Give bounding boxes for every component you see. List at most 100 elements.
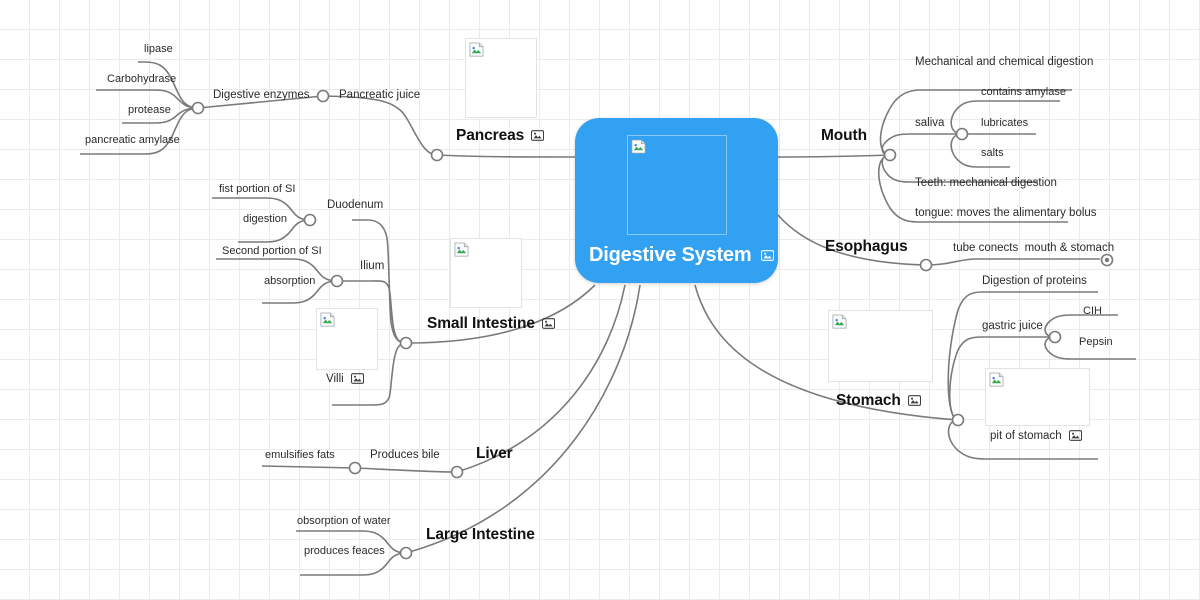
link-li-obsorption [296,530,407,554]
node-villi[interactable]: Villi [326,373,364,386]
joint-digestive-enzymes [191,101,205,115]
joint-liver [450,465,464,479]
picture-icon[interactable] [907,395,921,407]
node-gastric-juice[interactable]: gastric juice [982,320,1043,333]
link-esophagus-tube [925,258,1100,266]
villi-image-frame [316,308,378,370]
node-stomach[interactable]: Stomach [836,392,921,409]
link-producesbile-emulsifies [261,465,356,469]
picture-icon[interactable] [541,318,555,330]
node-digestion-label: digestion [243,213,288,225]
node-saliva[interactable]: saliva [915,117,944,130]
link-root-esophagus [777,214,927,266]
node-pancreatic-juice[interactable]: Pancreatic juice [339,89,420,102]
node-duodenum[interactable]: Duodenum [327,199,383,212]
node-carbohydrase[interactable]: Carbohydrase [107,73,176,86]
picture-icon[interactable] [1068,430,1082,442]
node-digestive-enzymes[interactable]: Digestive enzymes [213,89,310,102]
node-pepsin-label: Pepsin [1079,336,1113,348]
picture-icon[interactable] [350,373,364,385]
node-contains-amylase[interactable]: contains amylase [981,86,1066,99]
node-fist-portion-si[interactable]: fist portion of SI [219,183,295,196]
node-tube-connects-label: tube conects mouth & stomach [953,242,1115,254]
node-pepsin[interactable]: Pepsin [1079,336,1113,349]
node-tongue-alimentary-bolus-label: tongue: moves the alimentary bolus [915,207,1097,219]
picture-icon[interactable] [531,130,545,142]
root-node[interactable]: Digestive System [575,118,778,283]
collapsed-indicator-dot [1104,257,1110,263]
node-cih[interactable]: CIH [1083,305,1102,318]
node-obsorption-of-water[interactable]: obsorption of water [297,515,391,528]
joint-gastric-juice [1048,330,1062,344]
node-obsorption-of-water-label: obsorption of water [297,515,391,527]
link-saliva-amylase [950,100,1060,135]
link-mouth-mechanical [879,89,1072,156]
link-saliva-salts [950,133,1010,168]
node-tube-connects[interactable]: tube conects mouth & stomach [953,242,1114,255]
broken-image-icon [469,42,484,57]
node-contains-amylase-label: contains amylase [981,86,1066,98]
root-title-text: Digestive System [589,244,752,266]
root-title: Digestive System [589,244,775,267]
joint-pancreatic-juice [316,89,330,103]
node-teeth-mechanical-digestion[interactable]: Teeth: mechanical digestion [915,177,1057,190]
node-produces-feaces[interactable]: produces feaces [304,545,385,558]
node-lubricates-label: lubricates [981,117,1029,129]
link-si-duodenum [352,219,407,344]
joint-produces-bile [348,461,362,475]
node-emulsifies-fats[interactable]: emulsifies fats [265,449,335,462]
link-ilium-absorption [262,280,338,304]
node-ilium[interactable]: Ilium [360,260,384,273]
node-pancreas-label: Pancreas [456,127,525,144]
node-second-portion-si-label: Second portion of SI [222,245,322,257]
node-second-portion-si[interactable]: Second portion of SI [222,245,322,258]
node-pancreas[interactable]: Pancreas [456,127,545,144]
node-stomach-label: Stomach [836,392,901,409]
node-digestion-of-proteins-label: Digestion of proteins [982,275,1087,287]
broken-image-icon [320,312,335,327]
node-lipase[interactable]: lipase [144,43,173,56]
node-tongue-alimentary-bolus[interactable]: tongue: moves the alimentary bolus [915,207,1097,220]
link-enz-pancreatic-amylase [80,107,199,155]
node-digestive-enzymes-label: Digestive enzymes [213,89,310,101]
node-produces-bile[interactable]: Produces bile [370,449,440,462]
node-esophagus-label: Esophagus [825,238,908,255]
link-enz-protease [122,107,199,124]
joint-large-intestine [399,546,413,560]
pancreas-image-frame [465,38,537,118]
joint-esophagus [919,258,933,272]
link-li-producesfeaces [300,552,407,576]
node-esophagus[interactable]: Esophagus [825,238,908,255]
link-ilium-secondportion [216,258,338,282]
node-pit-of-stomach[interactable]: pit of stomach [990,430,1082,443]
node-mouth[interactable]: Mouth [821,128,867,144]
link-gastric-cih [1044,314,1118,338]
node-digestion[interactable]: digestion [243,213,287,226]
node-pancreatic-amylase[interactable]: pancreatic amylase [85,134,180,147]
node-duodenum-label: Duodenum [327,199,384,211]
node-small-intestine[interactable]: Small Intestine [427,315,555,332]
node-liver[interactable]: Liver [476,446,513,462]
node-absorption[interactable]: absorption [264,275,315,288]
link-root-mouth [777,154,891,158]
node-mechanical-chemical-digestion[interactable]: Mechanical and chemical digestion [915,56,1093,69]
node-cih-label: CIH [1083,305,1102,317]
joint-pancreas [430,148,444,162]
node-protease[interactable]: protease [128,104,171,117]
pit-of-stomach-image-frame [985,368,1090,426]
node-large-intestine[interactable]: Large Intestine [426,527,535,543]
node-produces-feaces-label: produces feaces [304,545,385,557]
node-small-intestine-label: Small Intestine [427,315,535,332]
node-pancreatic-juice-label: Pancreatic juice [339,89,421,101]
node-saliva-label: saliva [915,117,945,129]
broken-image-icon [454,242,469,257]
small-intestine-image-frame [450,238,522,308]
node-lubricates[interactable]: lubricates [981,117,1028,130]
node-ilium-label: Ilium [360,260,385,272]
picture-icon[interactable] [761,250,775,262]
node-salts[interactable]: salts [981,147,1004,160]
node-digestion-of-proteins[interactable]: Digestion of proteins [982,275,1087,288]
link-duodenum-digestion [238,219,311,243]
